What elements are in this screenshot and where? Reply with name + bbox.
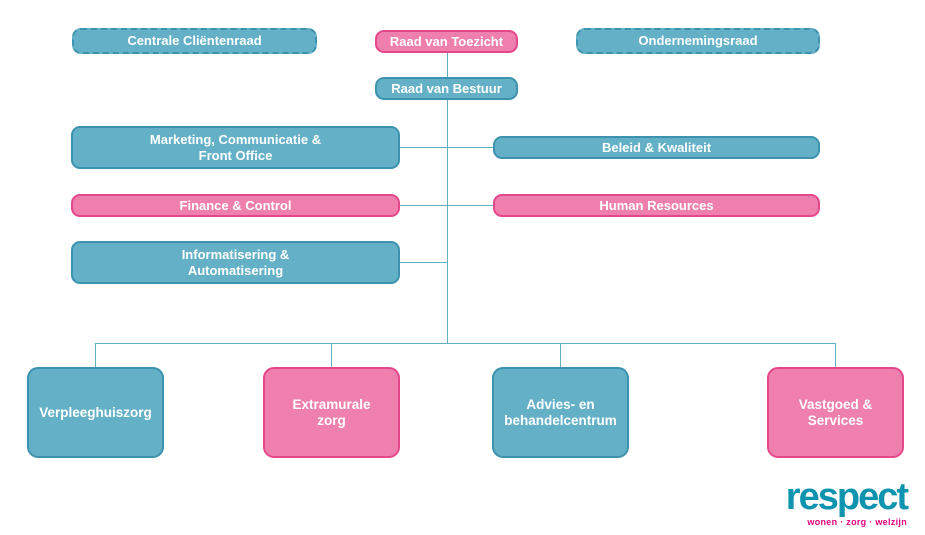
org-node-label: Raad van Toezicht bbox=[389, 33, 504, 49]
org-node-extramurale-zorg: Extramurale zorg bbox=[263, 367, 400, 458]
org-node-label: Extramurale zorg bbox=[292, 396, 371, 428]
connector-divisions-horizontal bbox=[95, 343, 836, 344]
org-node-beleid-kwaliteit: Beleid & Kwaliteit bbox=[493, 136, 820, 159]
connector-marketing-beleid bbox=[400, 147, 493, 148]
connector-finance-hr bbox=[400, 205, 493, 206]
org-node-label: Advies- en behandelcentrum bbox=[504, 396, 617, 428]
connector-drop-advies-behandelcentrum bbox=[560, 343, 561, 367]
org-node-label: Ondernemingsraad bbox=[638, 33, 758, 49]
org-node-raad-van-bestuur: Raad van Bestuur bbox=[375, 77, 518, 100]
org-node-human-resources: Human Resources bbox=[493, 194, 820, 217]
org-node-finance-control: Finance & Control bbox=[71, 194, 400, 217]
respect-logo-wordmark: respect bbox=[785, 476, 909, 518]
org-node-label: Finance & Control bbox=[179, 197, 292, 213]
org-node-label: Centrale Cliëntenraad bbox=[127, 33, 262, 49]
respect-logo-tagline: wonen · zorg · welzijn bbox=[807, 517, 907, 527]
connector-drop-extramurale-zorg bbox=[331, 343, 332, 367]
org-node-label: Vastgoed & Services bbox=[798, 396, 873, 428]
org-node-label: Verpleeghuiszorg bbox=[39, 404, 152, 420]
org-node-vastgoed-services: Vastgoed & Services bbox=[767, 367, 904, 458]
connector-trunk-vertical bbox=[447, 100, 448, 343]
org-node-label: Informatisering & Automatisering bbox=[181, 247, 290, 278]
org-node-label: Human Resources bbox=[599, 197, 714, 213]
connector-drop-vastgoed-services bbox=[835, 343, 836, 367]
connector-toezicht-bestuur bbox=[447, 53, 448, 77]
org-node-verpleeghuiszorg: Verpleeghuiszorg bbox=[27, 367, 164, 458]
org-node-raad-van-toezicht: Raad van Toezicht bbox=[375, 30, 518, 53]
org-node-label: Raad van Bestuur bbox=[391, 80, 502, 96]
org-node-informatisering-automatisering: Informatisering & Automatisering bbox=[71, 241, 400, 284]
org-node-label: Beleid & Kwaliteit bbox=[601, 139, 712, 155]
connector-drop-verpleeghuiszorg bbox=[95, 343, 96, 367]
org-node-marketing-communicatie-front-office: Marketing, Communicatie & Front Office bbox=[71, 126, 400, 169]
org-node-centrale-clientenraad: Centrale Cliëntenraad bbox=[72, 28, 317, 54]
connector-informatisering-trunk bbox=[400, 262, 447, 263]
respect-logo: respect wonen · zorg · welzijn bbox=[785, 476, 909, 527]
org-node-advies-behandelcentrum: Advies- en behandelcentrum bbox=[492, 367, 629, 458]
org-node-label: Marketing, Communicatie & Front Office bbox=[149, 132, 322, 163]
org-node-ondernemingsraad: Ondernemingsraad bbox=[576, 28, 820, 54]
